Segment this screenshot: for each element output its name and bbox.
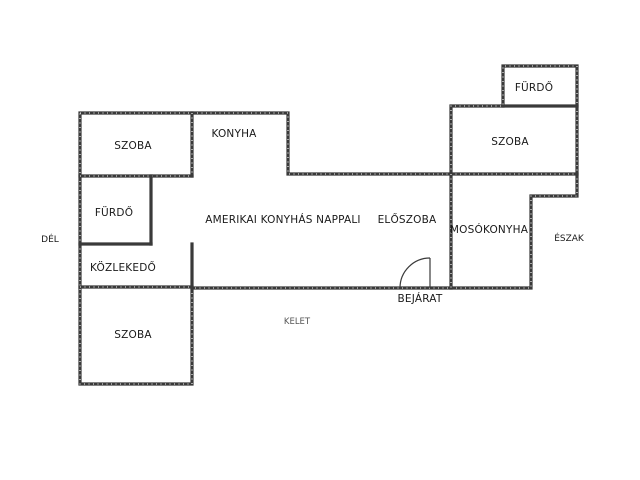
entrance-label: BEJÁRAT bbox=[398, 292, 443, 305]
room-label-konyha: KONYHA bbox=[211, 128, 257, 140]
direction-label-south: DÉL bbox=[41, 233, 59, 245]
room-label-nappali: AMERIKAI KONYHÁS NAPPALI bbox=[205, 213, 360, 226]
direction-label-north: ÉSZAK bbox=[554, 232, 585, 244]
room-label-szoba-left-top: SZOBA bbox=[114, 140, 152, 152]
room-label-furdo-top: FÜRDŐ bbox=[515, 80, 553, 94]
walls bbox=[78, 64, 579, 386]
room-label-mosokonyha: MOSÓKONYHA bbox=[450, 223, 529, 236]
room-label-szoba-left-bottom: SZOBA bbox=[114, 329, 152, 341]
direction-label-east: KELET bbox=[284, 317, 311, 327]
outer-wall bbox=[78, 64, 579, 386]
room-label-kozlekedo: KÖZLEKEDŐ bbox=[90, 260, 156, 274]
room-label-szoba-right: SZOBA bbox=[491, 136, 529, 148]
entrance-door bbox=[399, 257, 431, 289]
room-label-furdo-left: FÜRDŐ bbox=[95, 205, 133, 219]
room-label-eloszoba: ELŐSZOBA bbox=[378, 212, 437, 226]
